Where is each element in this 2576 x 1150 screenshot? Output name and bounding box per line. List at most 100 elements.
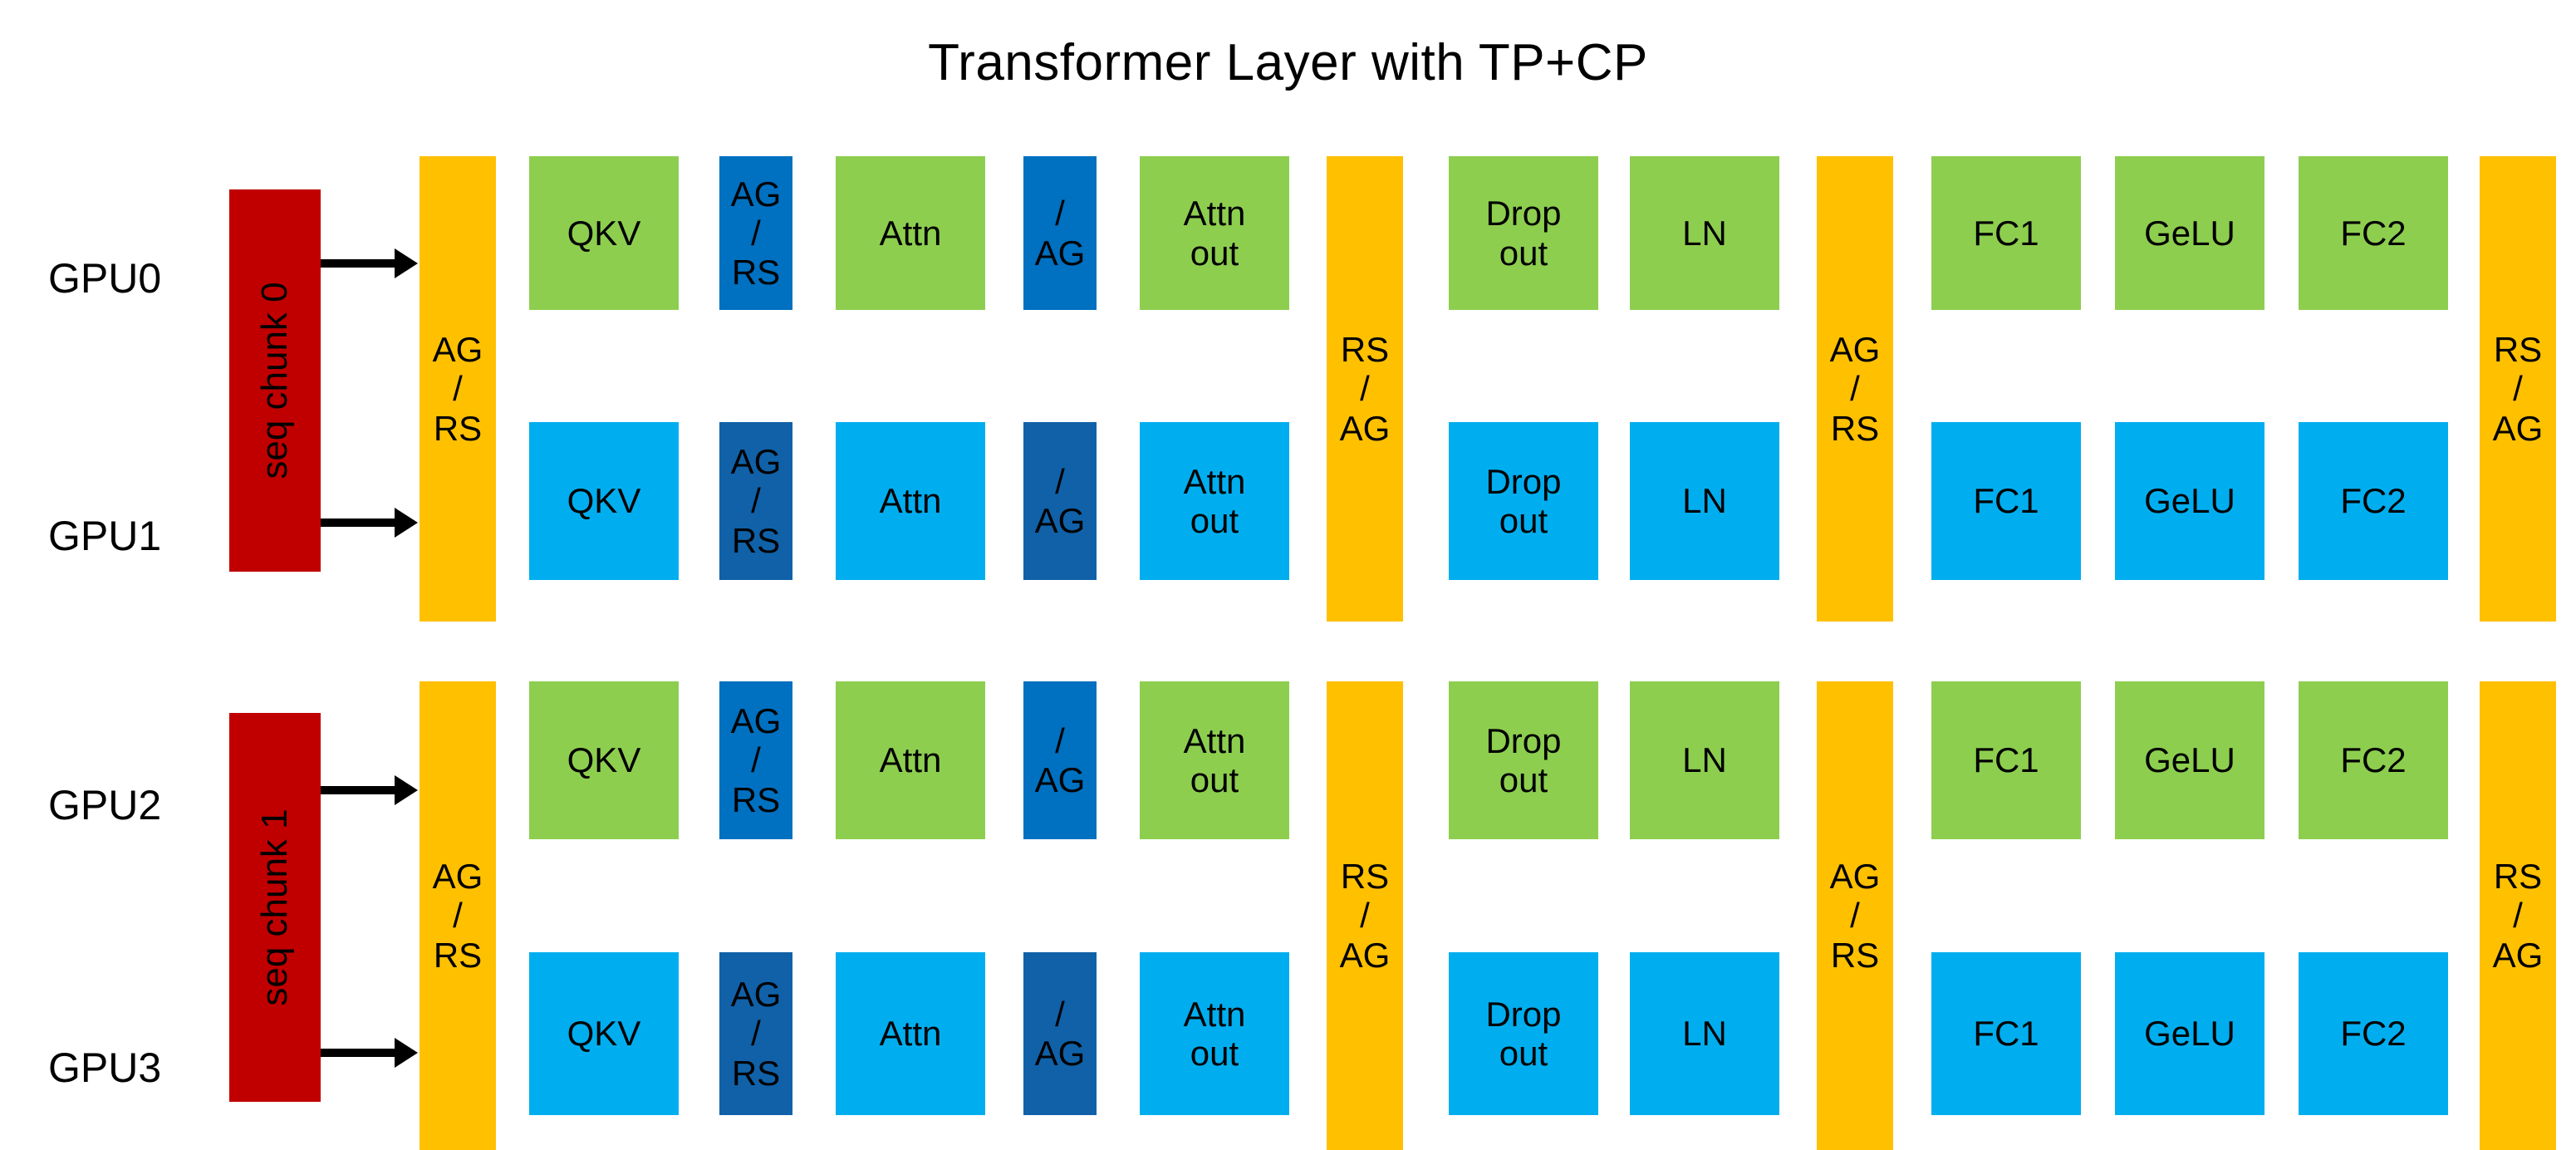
block-gpu3-dropout-label: Drop out [1485,994,1562,1073]
flow-arrow-2 [321,508,418,538]
block-gpu1-fc2: FC2 [2299,422,2448,580]
flow-arrow-1 [321,248,418,278]
block-gpu2-dropout-label: Drop out [1485,720,1562,799]
comm-block-gpu0-2-label: / AG [1034,194,1086,273]
comm-span-block-4: RS / AG [2480,681,2556,1150]
gpu-label-gpu3: GPU3 [48,1044,162,1091]
block-gpu1-dropout: Drop out [1449,422,1598,580]
block-gpu3-gelu: GeLU [2115,952,2264,1115]
block-gpu0-gelu-label: GeLU [2144,213,2235,253]
comm-block-gpu0-1: AG / RS [719,156,792,310]
comm-block-gpu2-2-label: / AG [1034,720,1086,799]
block-gpu2-qkv: QKV [529,681,679,839]
comm-block-gpu1-1-label: AG / RS [730,442,782,560]
block-gpu2-fc2-label: FC2 [2340,740,2407,780]
comm-block-gpu3-1: AG / RS [719,952,792,1115]
block-gpu3-attnout: Attn out [1140,952,1289,1115]
block-gpu0-ln-label: LN [1682,213,1727,253]
block-gpu1-fc1-label: FC1 [1973,481,2039,521]
block-gpu2-dropout: Drop out [1449,681,1598,839]
block-gpu3-attn: Attn [836,952,985,1115]
block-gpu3-ln: LN [1630,952,1779,1115]
comm-block-gpu1-2: / AG [1023,422,1097,580]
comm-span-block-3: AG / RS [1817,156,1893,622]
block-gpu2-attn: Attn [836,681,985,839]
block-gpu2-ln-label: LN [1682,740,1727,780]
comm-span-block-2: RS / AG [1327,156,1403,622]
comm-block-gpu1-1: AG / RS [719,422,792,580]
block-gpu0-ln: LN [1630,156,1779,310]
block-gpu1-ln: LN [1630,422,1779,580]
comm-block-gpu3-2: / AG [1023,952,1097,1115]
comm-span-block-2-label: RS / AG [1339,330,1391,448]
block-gpu0-qkv-label: QKV [567,213,641,253]
block-gpu0-dropout: Drop out [1449,156,1598,310]
comm-span-block-1-label: AG / RS [432,330,483,448]
comm-block-gpu0-2: / AG [1023,156,1097,310]
comm-span-block-4-label: RS / AG [2492,330,2544,448]
block-gpu2-fc1-label: FC1 [1973,740,2039,780]
comm-span-block-4-label: RS / AG [2492,857,2544,975]
block-gpu0-attnout-label: Attn out [1183,194,1246,273]
gpu-label-gpu2: GPU2 [48,782,162,828]
block-gpu0-fc2-label: FC2 [2340,213,2407,253]
block-gpu1-ln-label: LN [1682,481,1727,521]
block-gpu1-fc1: FC1 [1931,422,2081,580]
seq-chunk-block: seq chunk 0 [229,189,321,572]
gpu-label-gpu0: GPU0 [48,255,162,302]
block-gpu0-fc2: FC2 [2299,156,2448,310]
gpu-group-top: seq chunk 0 AG / RS RS / AG AG / RS RS / AG Q… [0,156,2576,622]
flow-arrow-1 [321,775,418,805]
comm-block-gpu2-2: / AG [1023,681,1097,839]
comm-span-block-3-label: AG / RS [1829,857,1881,975]
seq-chunk-block: seq chunk 1 [229,713,321,1102]
comm-block-gpu0-1-label: AG / RS [730,174,782,292]
block-gpu2-attnout: Attn out [1140,681,1289,839]
block-gpu0-attn-label: Attn [879,213,942,253]
block-gpu0-fc1-label: FC1 [1973,213,2039,253]
block-gpu1-fc2-label: FC2 [2340,481,2407,521]
block-gpu3-fc2-label: FC2 [2340,1014,2407,1054]
block-gpu3-fc2: FC2 [2299,952,2448,1115]
comm-span-block-3: AG / RS [1817,681,1893,1150]
block-gpu1-attnout-label: Attn out [1183,461,1246,540]
block-gpu3-ln-label: LN [1682,1014,1727,1054]
block-gpu1-gelu-label: GeLU [2144,481,2235,521]
block-gpu1-attn-label: Attn [879,481,942,521]
block-gpu3-gelu-label: GeLU [2144,1014,2235,1054]
block-gpu1-qkv: QKV [529,422,679,580]
block-gpu1-attn: Attn [836,422,985,580]
block-gpu0-fc1: FC1 [1931,156,2081,310]
comm-span-block-1-label: AG / RS [432,857,483,975]
block-gpu2-attn-label: Attn [879,740,942,780]
block-gpu1-gelu: GeLU [2115,422,2264,580]
comm-span-block-3-label: AG / RS [1829,330,1881,448]
block-gpu2-qkv-label: QKV [567,740,641,780]
block-gpu3-qkv-label: QKV [567,1014,641,1054]
comm-block-gpu3-1-label: AG / RS [730,975,782,1093]
block-gpu1-dropout-label: Drop out [1485,461,1562,540]
comm-span-block-1: AG / RS [420,156,496,622]
comm-span-block-2-label: RS / AG [1339,857,1391,975]
block-gpu3-dropout: Drop out [1449,952,1598,1115]
comm-block-gpu3-2-label: / AG [1034,994,1086,1073]
block-gpu3-attnout-label: Attn out [1183,994,1246,1073]
block-gpu2-gelu: GeLU [2115,681,2264,839]
block-gpu0-attn: Attn [836,156,985,310]
block-gpu2-fc1: FC1 [1931,681,2081,839]
comm-block-gpu2-1-label: AG / RS [730,701,782,819]
comm-block-gpu2-1: AG / RS [719,681,792,839]
block-gpu2-attnout-label: Attn out [1183,720,1246,799]
gpu-label-gpu1: GPU1 [48,513,162,559]
gpu-group-bottom: seq chunk 1 AG / RS RS / AG AG / RS RS / AG Q… [0,681,2576,1150]
block-gpu2-ln: LN [1630,681,1779,839]
page-title: Transformer Layer with TP+CP [928,34,1648,91]
block-gpu3-attn-label: Attn [879,1014,942,1054]
block-gpu1-qkv-label: QKV [567,481,641,521]
block-gpu1-attnout: Attn out [1140,422,1289,580]
block-gpu3-fc1: FC1 [1931,952,2081,1115]
block-gpu2-gelu-label: GeLU [2144,740,2235,780]
seq-chunk-label: seq chunk 1 [254,808,295,1006]
block-gpu3-qkv: QKV [529,952,679,1115]
block-gpu3-fc1-label: FC1 [1973,1014,2039,1054]
